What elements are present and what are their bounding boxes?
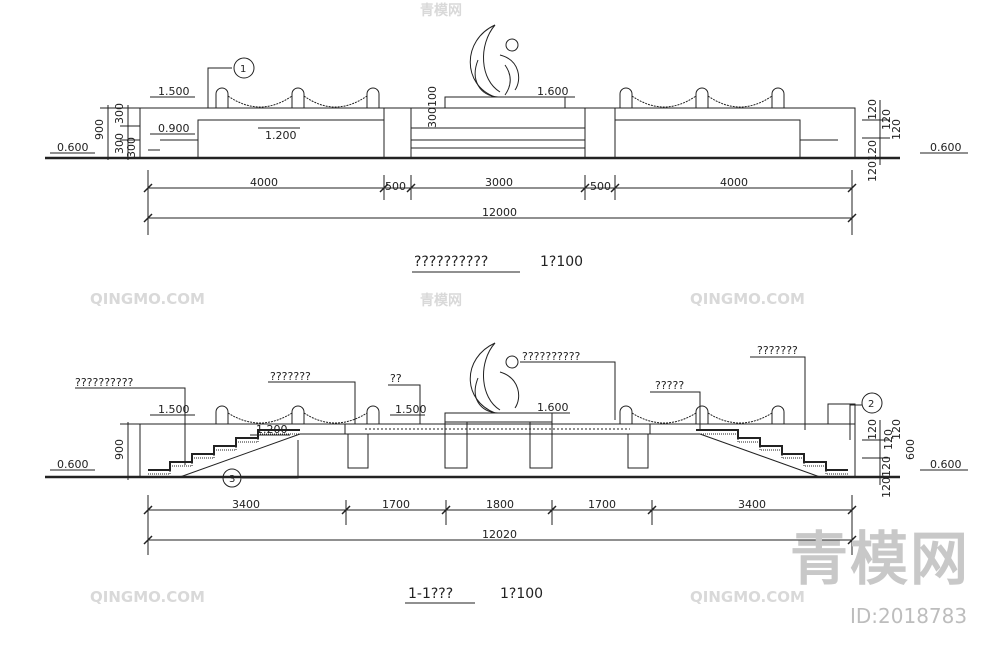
callout-right-1: ????? — [655, 379, 684, 392]
section-height-120a: 120 — [866, 419, 879, 440]
height-right-120120: 120120 — [866, 140, 879, 182]
section-height-120120: 120120 — [880, 456, 893, 498]
watermark-qingmo: QINGMO.COM — [690, 588, 805, 606]
watermark-qingmo: QINGMO.COM — [90, 290, 205, 308]
section-dim-12020: 12020 — [482, 528, 517, 541]
section-scale: 1?100 — [500, 586, 543, 602]
watermark-qingmo-cn: 青模网 — [420, 3, 462, 19]
watermark-id: ID:2018783 — [850, 604, 968, 628]
height-300c: 300 — [125, 137, 138, 158]
watermark-qingmo: QINGMO.COM — [690, 290, 805, 308]
height-300b: 300 — [113, 133, 126, 154]
elevation-scale: 1?100 — [540, 254, 583, 270]
level-1600: 1.600 — [537, 85, 569, 98]
height-right-120c: 120 — [890, 119, 903, 140]
marker-3: 3 — [229, 474, 235, 485]
marker-2: 2 — [868, 399, 874, 410]
section-title: 1-1??? — [408, 586, 453, 602]
dim-3000: 3000 — [485, 176, 513, 189]
watermark-qingmo: QINGMO.COM — [90, 588, 205, 606]
level-0600-left: 0.600 — [57, 141, 89, 154]
section-dim-1700-right: 1700 — [588, 498, 616, 511]
height-900: 900 — [93, 119, 106, 140]
section-level-1500-left: 1.500 — [158, 403, 190, 416]
section-dim-1800: 1800 — [486, 498, 514, 511]
section-level-1200: 1.200 — [256, 423, 288, 436]
section-drawing — [45, 342, 968, 555]
callout-center: ?????????? — [522, 350, 581, 363]
section-dim-1700-left: 1700 — [382, 498, 410, 511]
section-height-900: 900 — [113, 439, 126, 460]
section-dim-3400-left: 3400 — [232, 498, 260, 511]
watermark-qingmo-cn: 青模网 — [420, 293, 462, 309]
dim-4000-right: 4000 — [720, 176, 748, 189]
section-height-120b: 120 — [882, 429, 895, 450]
section-level-1500-mid: 1.500 — [395, 403, 427, 416]
level-0900: 0.900 — [158, 122, 190, 135]
watermark-logo: 青模网 — [790, 525, 971, 593]
level-0600-right: 0.600 — [930, 141, 962, 154]
height-300a: 300 — [113, 103, 126, 124]
sculpture-icon — [469, 24, 520, 98]
level-1500: 1.500 — [158, 85, 190, 98]
section-level-1600: 1.600 — [537, 401, 569, 414]
callout-left-3: ?? — [390, 372, 402, 385]
marker-1: 1 — [240, 64, 246, 75]
section-height-600: 600 — [904, 439, 917, 460]
section-level-0600-left: 0.600 — [57, 458, 89, 471]
elevation-title: ?????????? — [414, 254, 488, 270]
section-level-0600-right: 0.600 — [930, 458, 962, 471]
height-300100: 300100 — [426, 86, 439, 128]
dim-500-left: 500 — [385, 180, 406, 193]
callout-left-1: ?????????? — [75, 376, 134, 389]
section-height-120c: 120 — [890, 419, 903, 440]
dim-500-right: 500 — [590, 180, 611, 193]
height-right-120a: 120 — [866, 99, 879, 120]
dim-4000-left: 4000 — [250, 176, 278, 189]
section-dim-3400-right: 3400 — [738, 498, 766, 511]
elevation-drawing — [45, 24, 968, 235]
dim-12000: 12000 — [482, 206, 517, 219]
section-sculpture-icon — [469, 342, 520, 414]
height-right-120b: 120 — [880, 109, 893, 130]
callout-right-2: ??????? — [757, 344, 798, 357]
level-1200: 1.200 — [265, 129, 297, 142]
callout-left-2: ??????? — [270, 370, 311, 383]
